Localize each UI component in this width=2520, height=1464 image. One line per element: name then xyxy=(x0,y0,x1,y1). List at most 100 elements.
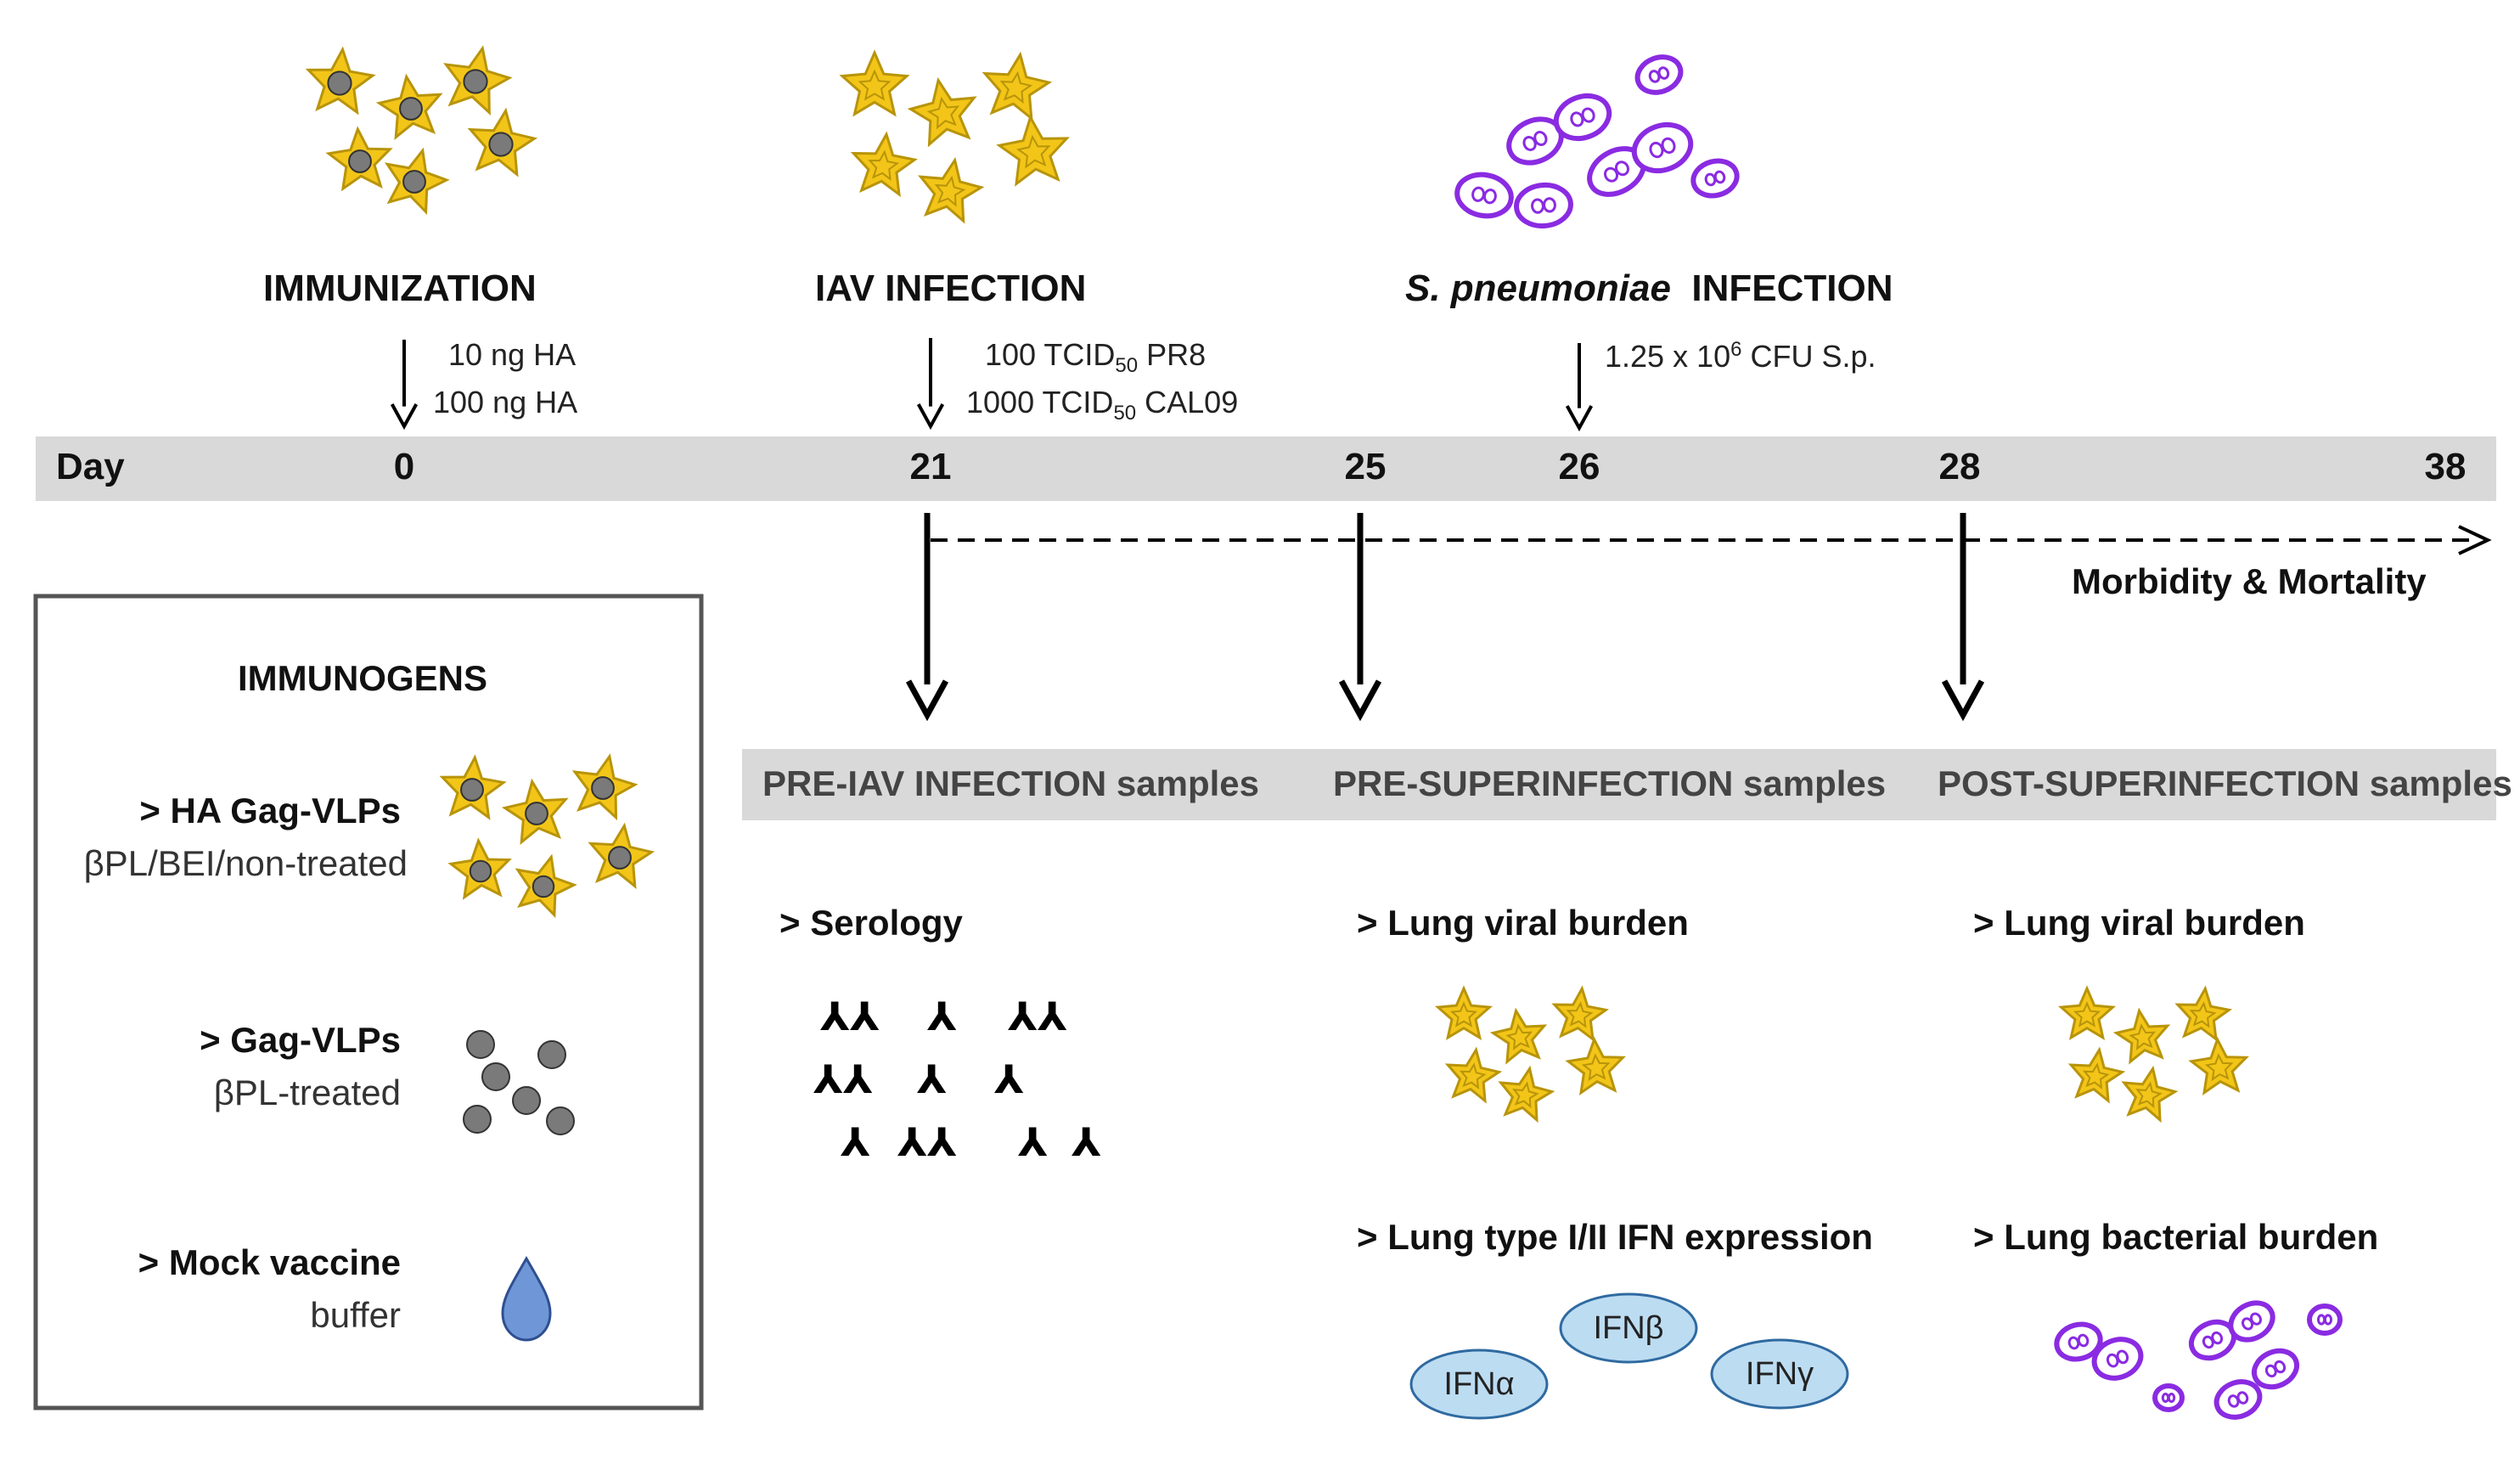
assay-serology: > Serology xyxy=(779,903,963,943)
bacterium-cell xyxy=(2077,1333,2090,1348)
vlp-core-icon xyxy=(608,846,632,870)
day-0: 0 xyxy=(393,446,415,487)
virus-star-icon xyxy=(2121,1065,2179,1123)
bacterium-cell xyxy=(2236,1391,2249,1405)
bacterium-cell xyxy=(1533,131,1548,146)
day-26: 26 xyxy=(1558,446,1600,487)
vlp-particle-icon xyxy=(466,1030,495,1059)
immunogen-mock-name: > Mock vaccine xyxy=(138,1242,401,1282)
virus-star-icon xyxy=(2174,985,2233,1043)
virus-inner-outline xyxy=(1449,1001,1478,1028)
antibody-icon: ⅄ xyxy=(841,1119,870,1165)
morbidity-label: Morbidity & Mortality xyxy=(2072,561,2427,601)
bacterium-cell xyxy=(1482,189,1497,205)
antibody-icon: ⅄ xyxy=(897,1119,927,1165)
dose-sp-pre: 1.25 x 10 xyxy=(1605,339,1731,374)
dose-iav-2-pre: 1000 TCID xyxy=(966,385,1114,419)
virus-inner-outline xyxy=(1505,1023,1533,1050)
arrow-head xyxy=(1565,405,1594,432)
virus-star-icon xyxy=(907,76,977,148)
antibody-row-1: ⅄⅄ ⅄ ⅄⅄ xyxy=(820,997,1067,1036)
virus-inner-outline xyxy=(1566,1001,1594,1028)
dose-sp-sup: 6 xyxy=(1730,338,1742,361)
arrow-head xyxy=(905,679,949,722)
dose-iav-2-post: CAL09 xyxy=(1136,385,1239,419)
antibody-icon: ⅄ xyxy=(1007,994,1038,1039)
vlp-core-icon xyxy=(525,802,548,825)
virus-inner-outline xyxy=(2204,1053,2234,1082)
virus-inner-outline xyxy=(868,149,900,181)
arrow-head xyxy=(390,403,419,431)
virus-star-icon xyxy=(2067,1046,2126,1104)
virus-inner-outline xyxy=(858,69,892,101)
arrow-head xyxy=(916,403,945,431)
bacterium-cell xyxy=(2323,1314,2333,1326)
dose-iav-2-sub: 50 xyxy=(1113,402,1137,425)
bacterium-cell xyxy=(1581,107,1595,123)
immunogen-ha-gag-vlps-desc: βPL/BEI/non-treated xyxy=(83,843,408,883)
antibody-icon: ⅄ xyxy=(813,1056,843,1102)
antibody-row-3: ⅄ ⅄⅄ ⅄ ⅄ xyxy=(841,1123,1101,1162)
virus-inner-outline xyxy=(2135,1081,2163,1109)
virus-star-icon xyxy=(2188,1036,2250,1096)
post-superinfection-samples: POST-SUPERINFECTION samples xyxy=(1938,763,2512,803)
vlp-core-icon xyxy=(402,170,426,194)
bacterium-cell xyxy=(1614,160,1630,177)
vlp-core-icon xyxy=(327,70,352,96)
bacterium-cell xyxy=(2116,1349,2129,1365)
vlp-core-icon xyxy=(348,149,372,173)
vlp-particle-icon xyxy=(537,1040,566,1069)
iav-infection-label: IAV INFECTION xyxy=(815,267,1087,309)
day-21: 21 xyxy=(909,446,952,487)
vlp-core-icon xyxy=(460,778,484,802)
antibody-row-2: ⅄⅄ ⅄ ⅄ xyxy=(813,1060,1024,1099)
vlp-core-icon xyxy=(488,132,514,157)
ifn-alpha-ellipse xyxy=(1409,1349,1549,1420)
antibody-icon: ⅄ xyxy=(842,1056,873,1102)
virus-star-icon xyxy=(850,131,918,198)
bacterium-cell xyxy=(2249,1312,2262,1326)
bacterium-cell xyxy=(2167,1393,2176,1403)
virus-inner-outline xyxy=(2129,1023,2157,1050)
dose-iav-1-sub: 50 xyxy=(1115,354,1139,378)
vlp-particle-icon xyxy=(546,1106,575,1135)
virus-star-icon xyxy=(1551,985,1610,1043)
dose-sp: 1.25 x 106 CFU S.p. xyxy=(1605,340,1876,372)
vlp-particle-icon xyxy=(481,1062,510,1091)
vlp-core-icon xyxy=(591,776,615,800)
virus-inner-outline xyxy=(1016,134,1051,169)
ifn-alpha-label: IFNα xyxy=(1443,1366,1515,1402)
antibody-icon: ⅄ xyxy=(916,1056,947,1102)
vlp-core-icon xyxy=(469,859,492,883)
virus-star-icon xyxy=(2112,1007,2171,1065)
bacterium-cell xyxy=(1657,66,1670,80)
virus-star-icon xyxy=(2057,985,2117,1040)
bacterium-cell xyxy=(1661,137,1676,155)
virus-star-icon xyxy=(839,49,910,117)
virus-inner-outline xyxy=(1459,1062,1487,1090)
sp-infection-word: INFECTION xyxy=(1691,267,1893,309)
immunogen-gag-vlps-desc: βPL-treated xyxy=(213,1073,401,1112)
day-38: 38 xyxy=(2424,446,2467,487)
immunogens-title: IMMUNOGENS xyxy=(238,658,487,698)
antibody-icon: ⅄ xyxy=(1017,1119,1048,1165)
virus-inner-outline xyxy=(1581,1053,1611,1082)
virus-star-icon xyxy=(1489,1007,1548,1065)
immunogen-mock-desc: buffer xyxy=(310,1295,401,1335)
samples-band xyxy=(742,749,2496,820)
virus-inner-outline xyxy=(934,175,966,207)
vlp-core-icon xyxy=(532,875,555,898)
virus-inner-outline xyxy=(999,70,1033,104)
day-28: 28 xyxy=(1938,446,1981,487)
virus-star-icon xyxy=(1565,1036,1627,1096)
arrow-head xyxy=(1941,679,1985,722)
antibody-icon: ⅄ xyxy=(820,994,850,1039)
vlp-core-icon xyxy=(463,69,488,94)
bacterium-cell xyxy=(1713,170,1726,184)
vlp-particle-icon xyxy=(463,1105,492,1134)
dose-iav-1-post: PR8 xyxy=(1138,337,1207,372)
antibody-icon: ⅄ xyxy=(926,994,957,1039)
timeline-band xyxy=(36,436,2496,501)
antibody-icon: ⅄ xyxy=(993,1056,1024,1102)
